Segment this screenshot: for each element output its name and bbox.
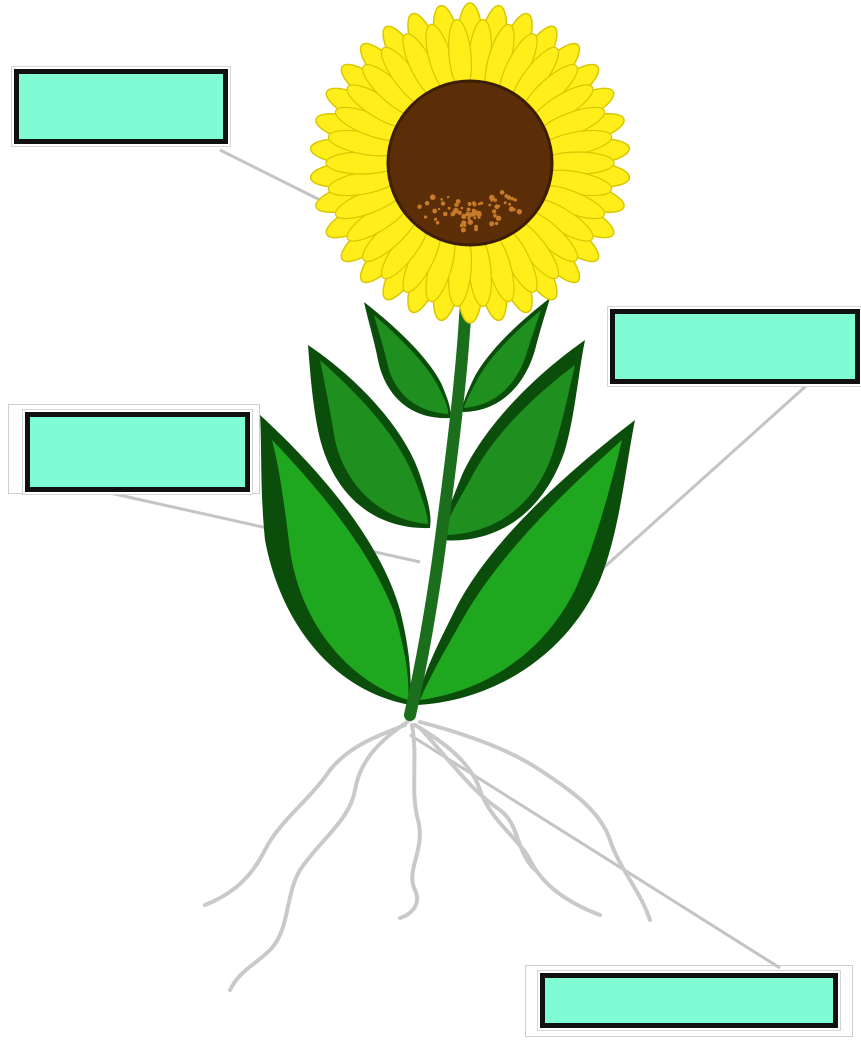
seed-dot bbox=[472, 209, 475, 212]
seed-dot bbox=[424, 215, 427, 218]
flower-label-box[interactable] bbox=[14, 69, 228, 144]
seed-dot bbox=[436, 221, 440, 225]
seed-dot bbox=[447, 196, 449, 198]
root-leader-line bbox=[410, 735, 780, 968]
seed-dot bbox=[492, 209, 496, 213]
seed-dot bbox=[493, 214, 497, 218]
root-label-box[interactable] bbox=[540, 973, 838, 1028]
seed-dot bbox=[458, 211, 462, 215]
seed-dot bbox=[461, 207, 464, 210]
seed-dot bbox=[456, 204, 459, 207]
leaf-label-box[interactable] bbox=[25, 412, 250, 492]
seed-dot bbox=[474, 228, 478, 232]
seed-dot bbox=[497, 205, 500, 208]
seed-dot bbox=[474, 216, 477, 219]
flower-head bbox=[309, 3, 630, 323]
seed-dot bbox=[432, 209, 437, 214]
seed-dot bbox=[434, 218, 437, 221]
flower-leader-line bbox=[220, 150, 320, 200]
seed-dot bbox=[461, 220, 466, 225]
seed-dot bbox=[461, 228, 466, 233]
seed-dot bbox=[448, 207, 451, 210]
seed-dot bbox=[440, 198, 443, 201]
seed-dot bbox=[425, 201, 430, 206]
seed-dot bbox=[430, 194, 436, 200]
seed-dot bbox=[478, 203, 481, 206]
seed-dot bbox=[443, 212, 448, 217]
seed-dot bbox=[468, 220, 473, 225]
seed-dot bbox=[493, 198, 497, 202]
seed-dot bbox=[504, 194, 508, 198]
seed-dot bbox=[467, 208, 471, 212]
seed-dot bbox=[456, 199, 461, 204]
seed-dot bbox=[504, 201, 507, 204]
seed-dot bbox=[514, 198, 517, 201]
seed-dot bbox=[509, 206, 514, 211]
seed-dot bbox=[496, 216, 501, 221]
seed-dot bbox=[491, 200, 493, 202]
seed-dot bbox=[468, 202, 472, 206]
seed-dot bbox=[453, 209, 458, 214]
seed-dot bbox=[418, 206, 421, 209]
seed-dot bbox=[467, 213, 472, 218]
roots bbox=[205, 720, 650, 990]
seed-dot bbox=[495, 222, 499, 226]
seed-dot bbox=[500, 190, 505, 195]
seed-dot bbox=[517, 209, 522, 214]
seed-dot bbox=[438, 208, 440, 210]
seed-dot bbox=[472, 202, 476, 206]
seed-dot bbox=[489, 221, 494, 226]
stem-label-box[interactable] bbox=[610, 309, 860, 384]
seed-dot bbox=[511, 197, 515, 201]
seed-dot bbox=[488, 204, 491, 207]
seed-dot bbox=[508, 203, 511, 206]
seed-dot bbox=[441, 201, 445, 205]
